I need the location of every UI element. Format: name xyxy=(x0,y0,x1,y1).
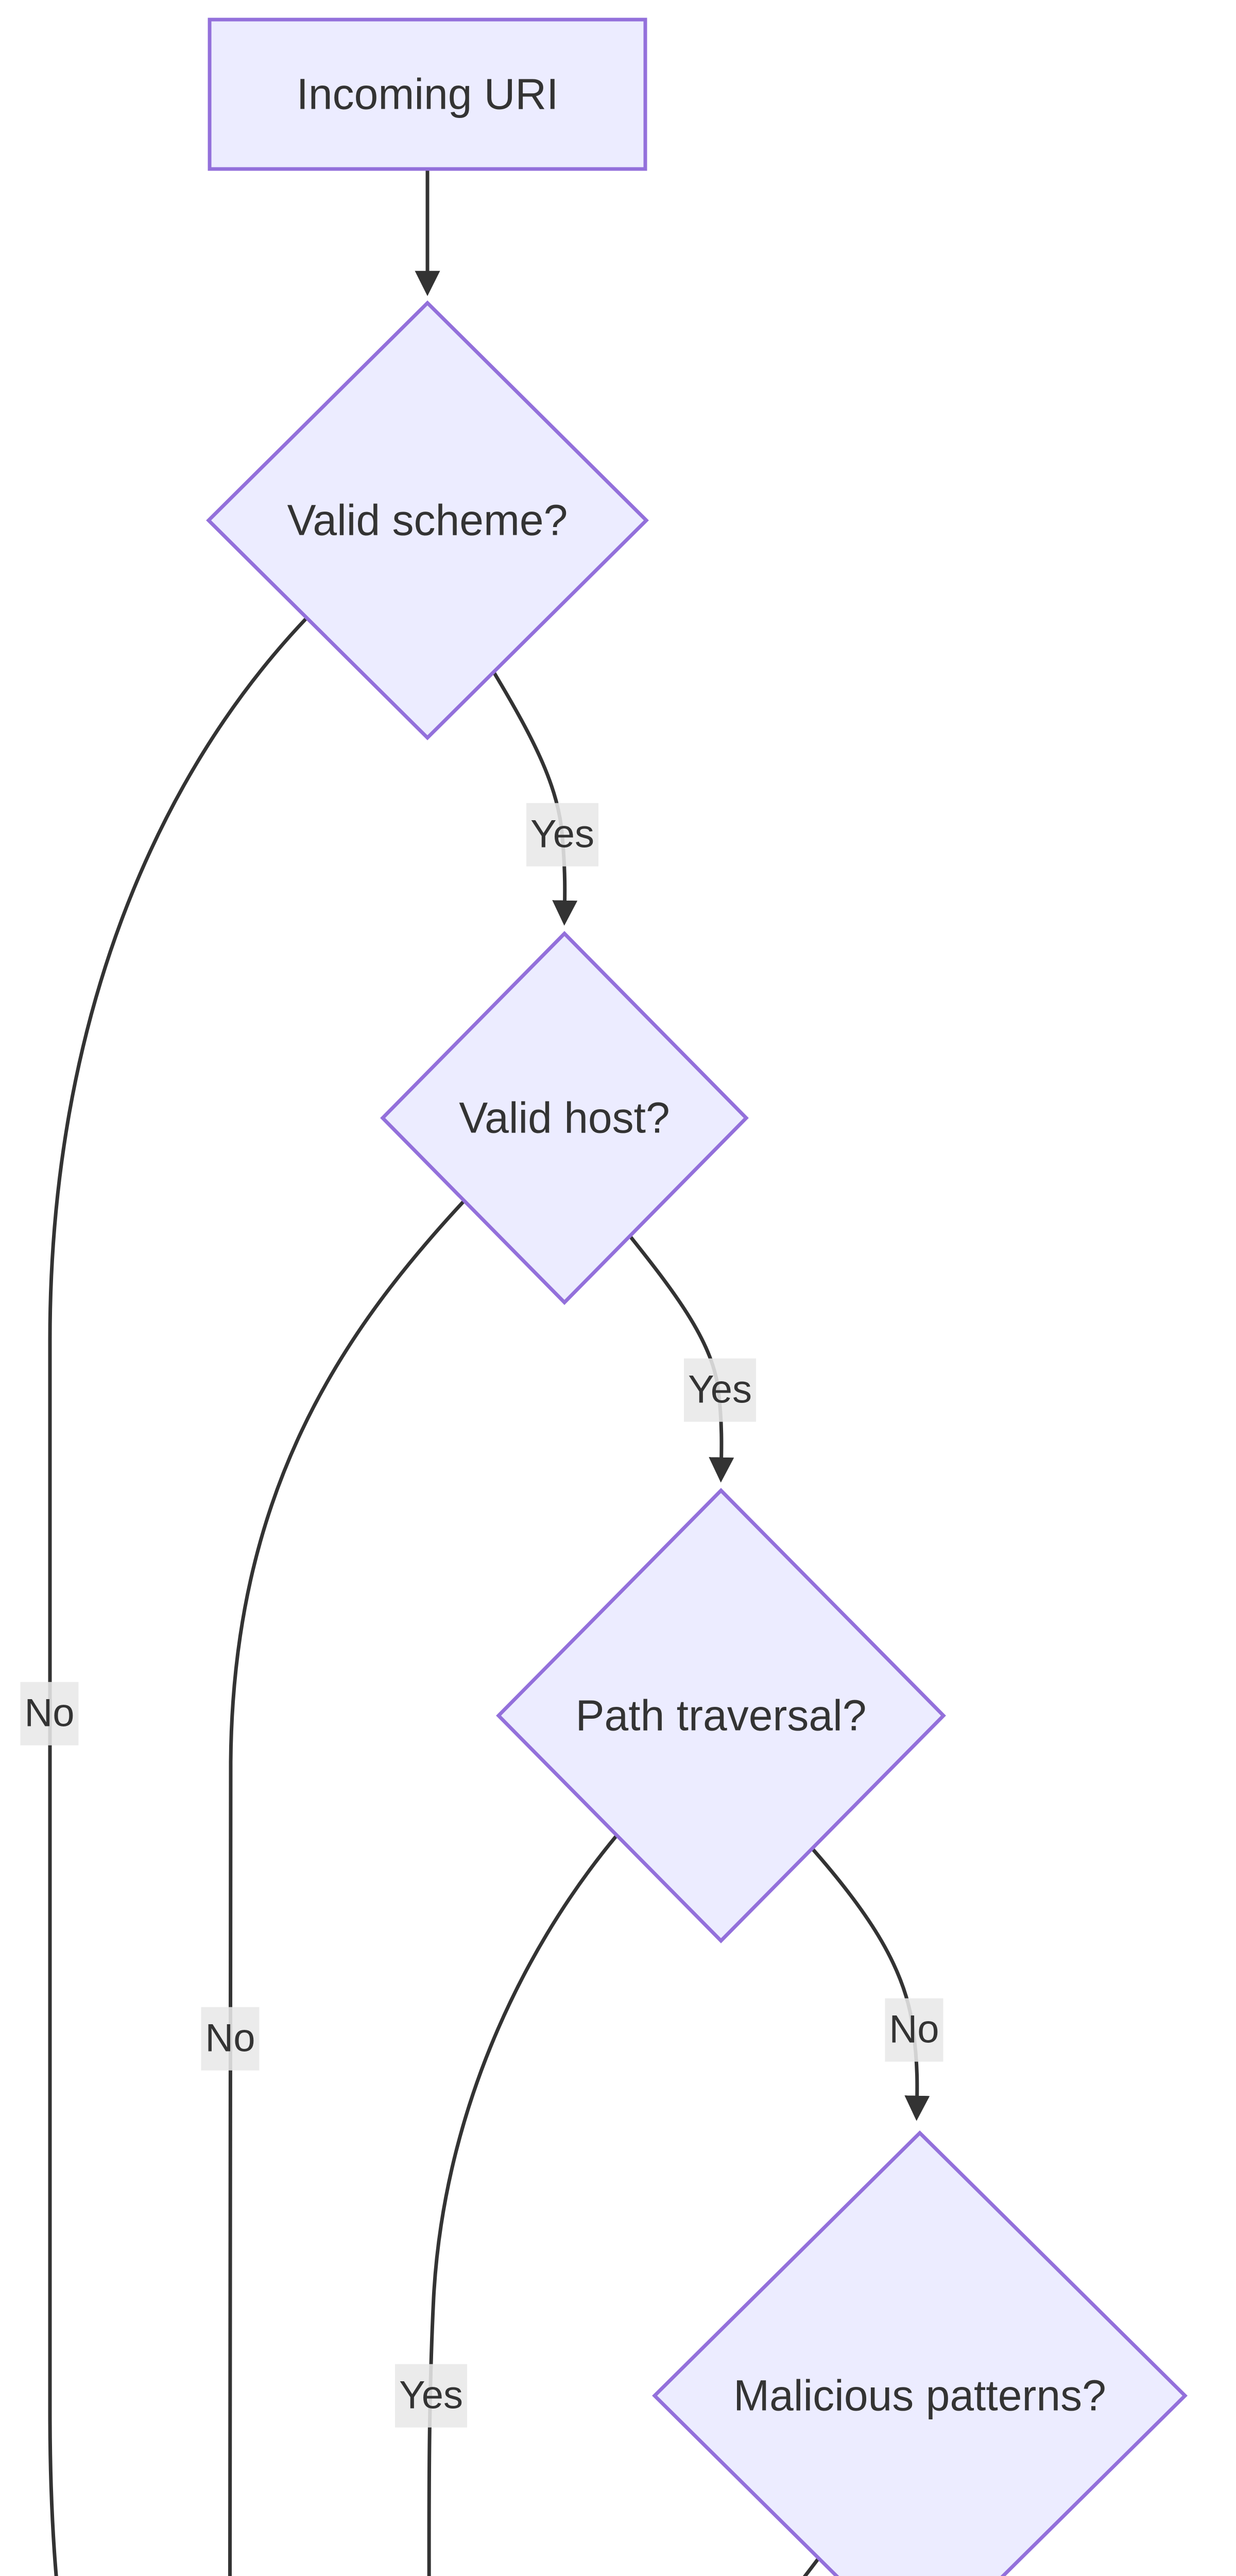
edge-path-traversal-yes-to-reject xyxy=(427,1834,619,2576)
node-label-malicious-patterns: Malicious patterns? xyxy=(733,2371,1106,2420)
node-valid-scheme xyxy=(206,300,649,740)
edge-label-path-traversal-no: No xyxy=(885,1998,943,2062)
node-incoming-uri xyxy=(208,18,647,171)
edge-label-path-traversal-yes: Yes xyxy=(395,2364,467,2428)
edge-path-traversal-no-to-malicious xyxy=(807,1843,930,2121)
node-valid-host xyxy=(380,931,749,1305)
edge-valid-host-no-to-reject xyxy=(228,1199,466,2576)
edge-label-valid-host-yes: Yes xyxy=(684,1358,756,1422)
edge-label-valid-host-no: No xyxy=(201,2007,260,2071)
edge-valid-host-yes-to-path-traversal xyxy=(628,1234,734,1483)
node-label-path-traversal: Path traversal? xyxy=(575,1691,867,1740)
edge-valid-scheme-no-to-reject xyxy=(48,617,308,2576)
node-label-valid-host: Valid host? xyxy=(459,1093,670,1142)
edge-label-valid-scheme-no: No xyxy=(20,1682,79,1745)
node-malicious-patterns xyxy=(652,2130,1188,2576)
edge-valid-scheme-yes-to-valid-host xyxy=(492,671,578,926)
edge-label-valid-scheme-yes: Yes xyxy=(526,803,598,867)
node-label-incoming-uri: Incoming URI xyxy=(296,70,559,118)
node-label-valid-scheme: Valid scheme? xyxy=(287,496,568,545)
node-path-traversal xyxy=(496,1488,946,1943)
edge-malicious-yes-to-reject xyxy=(802,2556,820,2576)
